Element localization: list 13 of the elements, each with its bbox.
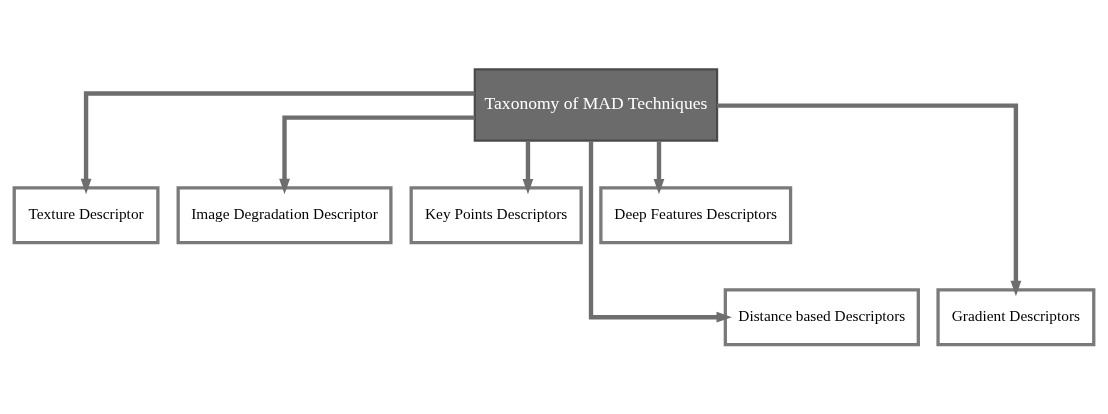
node-box: Taxonomy of MAD Techniques (473, 68, 719, 142)
arrow (717, 103, 1022, 297)
arrow (279, 115, 475, 195)
node-box: Image Degradation Descriptor (176, 186, 393, 245)
arrow (80, 91, 475, 195)
arrow (522, 140, 534, 195)
node-box: Texture Descriptor (12, 186, 160, 245)
node-box: Distance based Descriptors (723, 288, 920, 347)
node-box: Key Points Descriptors (409, 186, 583, 245)
arrow (588, 141, 732, 323)
node-box: Gradient Descriptors (936, 288, 1096, 347)
arrow (653, 140, 665, 195)
node-box: Deep Features Descriptors (599, 186, 793, 245)
